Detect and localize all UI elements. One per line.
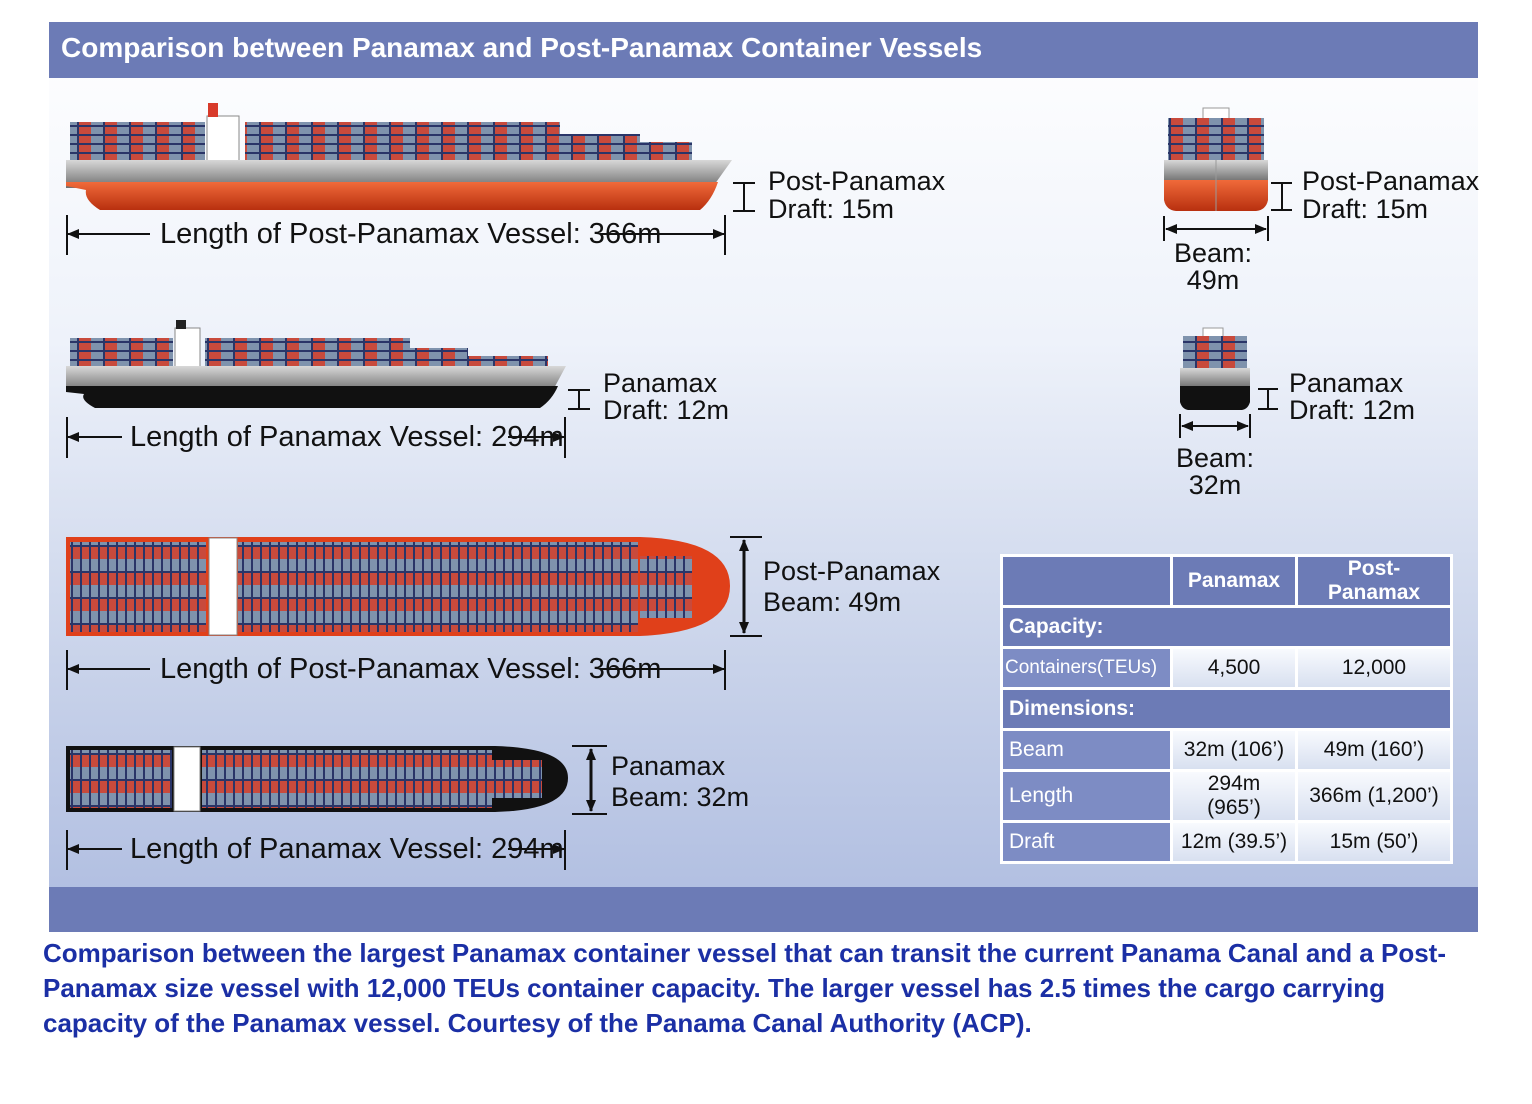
row-label-containers: Containers(TEUs) (1003, 649, 1170, 687)
post-side-draft-title: Post-Panamax (768, 166, 946, 196)
post-side-length-dimension (66, 215, 726, 255)
pan-top-beam-title: Panamax (611, 751, 726, 781)
pan-top-length-label: Length of Panamax Vessel: 294m (130, 833, 564, 865)
bridge-superstructure (174, 327, 201, 369)
cell-beam-panamax: 32m (106’) (1173, 731, 1295, 769)
panamax-front-view (1180, 327, 1250, 410)
table-row: Draft 12m (39.5’) 15m (50’) (1003, 823, 1450, 861)
pan-front-beam-marker (1179, 414, 1251, 438)
pan-draft-marker (568, 389, 590, 410)
table-header-row: Panamax Post-Panamax (1003, 557, 1450, 605)
bottom-bar (49, 887, 1478, 932)
row-label-draft: Draft (1003, 823, 1170, 861)
post-front-beam-value: 49m (1187, 265, 1240, 295)
pan-front-draft-marker (1258, 388, 1278, 410)
post-top-beam-title: Post-Panamax (763, 556, 941, 586)
pan-beam-marker (572, 745, 607, 815)
post-top-length-label: Length of Post-Panamax Vessel: 366m (160, 653, 661, 685)
post-draft-marker (733, 182, 755, 212)
row-label-length: Length (1003, 772, 1170, 820)
pan-side-length-dimension (66, 417, 566, 458)
panamax-top-view (66, 746, 568, 812)
pan-side-draft-title: Panamax (603, 368, 718, 398)
pan-side-length-label: Length of Panamax Vessel: 294m (130, 421, 564, 453)
pan-front-draft-value: Draft: 12m (1289, 395, 1415, 425)
cell-beam-post: 49m (160’) (1298, 731, 1450, 769)
table-section-row: Dimensions: (1003, 690, 1450, 728)
row-label-beam: Beam (1003, 731, 1170, 769)
panamax-black-hull (66, 386, 558, 408)
cell-length-post: 366m (1,200’) (1298, 772, 1450, 820)
post-panamax-top-view (66, 537, 730, 636)
section-capacity: Capacity: (1003, 608, 1450, 646)
table-row: Beam 32m (106’) 49m (160’) (1003, 731, 1450, 769)
col-header-panamax: Panamax (1173, 557, 1295, 605)
post-beam-marker (730, 536, 762, 637)
post-panamax-red-hull (66, 182, 718, 210)
pan-top-length-dimension (66, 830, 566, 870)
pan-top-beam-value: Beam: 32m (611, 782, 749, 812)
table-section-row: Capacity: (1003, 608, 1450, 646)
post-side-draft-value: Draft: 15m (768, 194, 894, 224)
post-front-beam-marker (1163, 216, 1269, 241)
section-dimensions: Dimensions: (1003, 690, 1450, 728)
bridge-superstructure (208, 537, 238, 636)
title-bar: Comparison between Panamax and Post-Pana… (49, 22, 1478, 78)
panamax-side-view (66, 320, 566, 408)
specification-table: Panamax Post-Panamax Capacity: Container… (1000, 554, 1453, 864)
pan-front-beam-title: Beam: (1176, 443, 1254, 473)
post-top-length-dimension (66, 650, 726, 690)
post-panamax-front-view (1164, 107, 1268, 211)
post-panamax-side-view (66, 103, 732, 210)
cell-length-panamax: 294m (965’) (1173, 772, 1295, 820)
cell-draft-post: 15m (50’) (1298, 823, 1450, 861)
bridge-superstructure (206, 115, 240, 163)
pan-front-beam-value: 32m (1189, 470, 1242, 500)
table-row: Length 294m (965’) 366m (1,200’) (1003, 772, 1450, 820)
diagram-title: Comparison between Panamax and Post-Pana… (61, 32, 983, 63)
cell-containers-panamax: 4,500 (1173, 649, 1295, 687)
pan-front-draft-title: Panamax (1289, 368, 1404, 398)
pan-side-draft-value: Draft: 12m (603, 395, 729, 425)
cell-containers-post: 12,000 (1298, 649, 1450, 687)
bridge-superstructure (173, 746, 201, 812)
col-header-post-panamax: Post-Panamax (1298, 557, 1450, 605)
post-top-beam-value: Beam: 49m (763, 587, 901, 617)
post-side-length-label: Length of Post-Panamax Vessel: 366m (160, 218, 661, 250)
post-front-beam-title: Beam: (1174, 238, 1252, 268)
cell-draft-panamax: 12m (39.5’) (1173, 823, 1295, 861)
figure-caption: Comparison between the largest Panamax c… (43, 938, 1446, 1038)
post-front-draft-value: Draft: 15m (1302, 194, 1428, 224)
post-front-draft-marker (1271, 182, 1292, 211)
table-row: Containers(TEUs) 4,500 12,000 (1003, 649, 1450, 687)
post-front-draft-title: Post-Panamax (1302, 166, 1480, 196)
